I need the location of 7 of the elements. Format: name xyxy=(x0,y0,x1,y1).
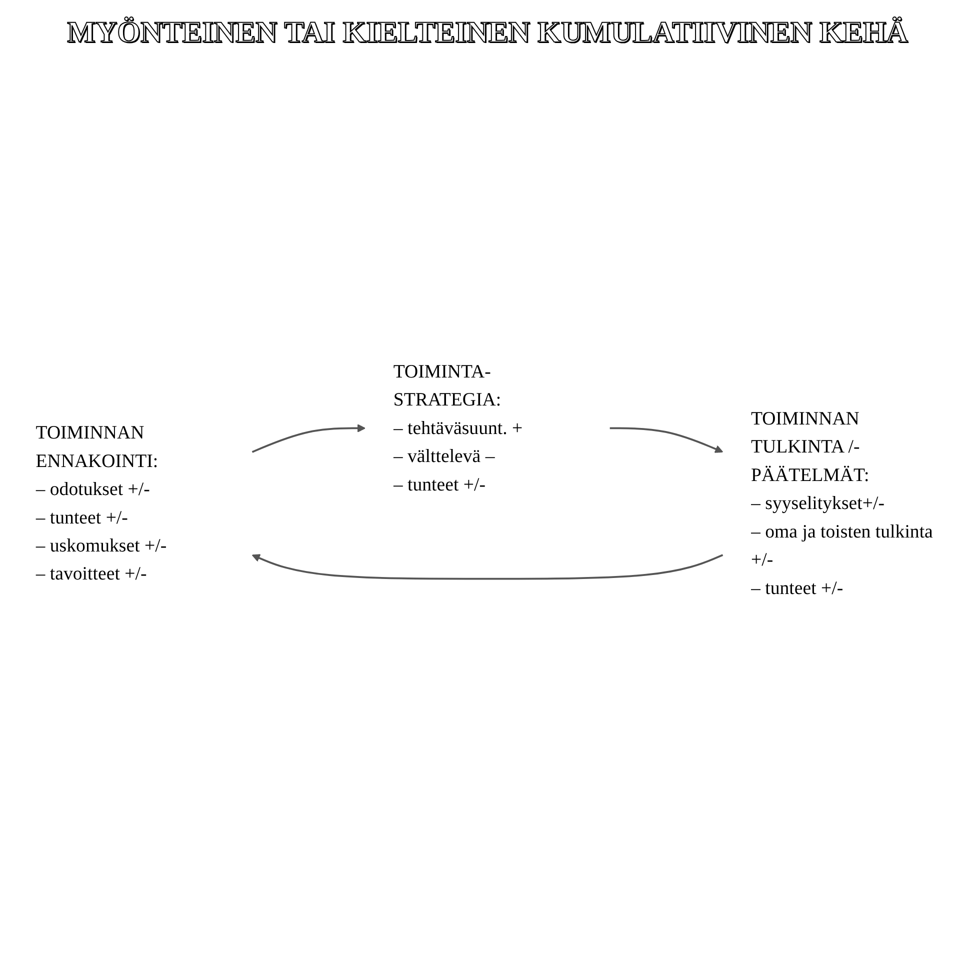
node-text: TOIMINTA-STRATEGIA: – tehtäväsuunt. + – välttelevä – – tunteet +/- xyxy=(393,361,523,496)
diagram-title: MYÖNTEINEN TAI KIELTEINEN KUMULATIIVINEN KEHÄ xyxy=(66,16,910,50)
node-text: TOIMINNAN ENNAKOINTI: – odotukset +/- – tunteet +/- – uskomukset +/- – tavoitteet +/- xyxy=(36,422,167,584)
arrow xyxy=(252,554,724,580)
node-text: TOIMINNAN TULKINTA /-PÄÄTELMÄT: – syyselitykset+/- – oma ja toisten tulkinta +/- – tunteet +/- xyxy=(751,408,933,599)
arrow xyxy=(610,427,724,453)
arrow xyxy=(252,424,366,453)
